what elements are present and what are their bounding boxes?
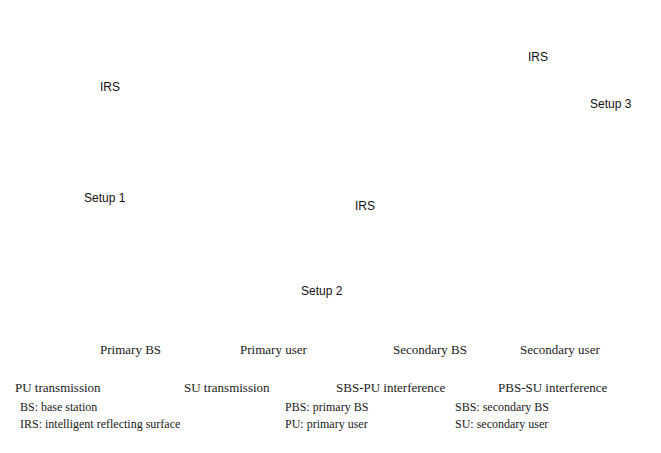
abbreviation-note: SBS: secondary BS (455, 401, 549, 415)
link-line (243, 48, 330, 302)
legend-line-sample (336, 372, 430, 373)
primary-user-phone (221, 342, 231, 360)
setup-ellipse (46, 148, 150, 188)
legend-text: PU transmission (15, 381, 101, 396)
link-line (511, 99, 530, 110)
setup-region: Setup 3 (480, 102, 584, 142)
primary-user-phone (220, 256, 230, 274)
irs-panel: IRS (520, 68, 562, 98)
secondary-user-phone (623, 203, 633, 221)
irs-grid (520, 68, 562, 98)
link-line (332, 263, 405, 304)
link-line (232, 215, 305, 260)
secondary-user-phone (405, 303, 415, 321)
setup-ellipse (480, 102, 584, 142)
abbreviation-note: IRS: intelligent reflecting surface (20, 418, 180, 432)
link-line (137, 122, 198, 157)
primary-user-phone (188, 73, 198, 91)
legend-line-sample (15, 372, 100, 373)
secondary-user-phone (117, 157, 127, 175)
abbreviation-note: BS: base station (20, 401, 97, 415)
link-line (224, 48, 330, 88)
link-line (330, 48, 487, 190)
irs-grid (305, 198, 351, 228)
primary-user-phone (504, 111, 514, 129)
primary-user-phone (235, 303, 245, 321)
link-line (330, 48, 489, 150)
secondary-user-phone (501, 342, 511, 360)
legend-text: SBS-PU interference (336, 381, 445, 396)
link-line (120, 131, 122, 156)
secondary-bs-icon (366, 339, 390, 361)
legend-text: Secondary BS (393, 343, 467, 358)
primary-bs-tower (298, 12, 362, 178)
secondary-bs-icon (563, 187, 587, 209)
irs-label: IRS (528, 51, 548, 65)
link-line (196, 48, 330, 92)
irs-label: IRS (100, 81, 120, 95)
legend-text: Secondary user (520, 343, 600, 358)
link-line (325, 230, 327, 244)
link-line (330, 48, 432, 253)
secondary-bs-icon (313, 242, 337, 264)
abbreviation-note: PBS: primary BS (285, 401, 368, 415)
secondary-user-phone (483, 191, 493, 209)
secondary-user-phone (430, 253, 440, 271)
link-line (330, 48, 622, 203)
link-line (333, 254, 428, 262)
setup-ellipse (263, 242, 387, 282)
link-line (246, 262, 318, 306)
setup-region: Setup 2 (263, 242, 387, 282)
secondary-bs-icon (193, 149, 217, 171)
secondary-user-phone (65, 159, 75, 177)
link-line (583, 203, 621, 211)
legend-line-sample (184, 372, 262, 373)
link-line (232, 255, 318, 265)
link-line (330, 48, 519, 82)
setup-label: Setup 1 (84, 192, 125, 206)
primary-user-phone (217, 69, 227, 87)
abbreviation-note: SU: secondary user (455, 418, 548, 432)
link-line (549, 99, 550, 108)
irs-grid (88, 98, 136, 130)
legend-text: Primary user (240, 343, 307, 358)
irs-label: IRS (355, 200, 375, 214)
legend-text: SU transmission (184, 381, 270, 396)
legend-text: Primary BS (100, 343, 161, 358)
link-line (351, 221, 428, 257)
link-line (495, 200, 567, 201)
link-line (76, 48, 330, 159)
link-line (231, 48, 330, 257)
link-line (195, 93, 203, 152)
link-line (137, 48, 330, 112)
link-line (551, 129, 574, 191)
link-line (125, 48, 330, 156)
setup-label: Setup 3 (590, 98, 631, 112)
link-line (514, 131, 570, 192)
irs-panel: IRS (305, 198, 351, 228)
link-line (208, 89, 222, 152)
setup-region: Setup 1 (46, 148, 150, 188)
link-line (494, 163, 568, 196)
primary-bs-icon (76, 341, 96, 363)
link-line (74, 131, 100, 158)
primary-user-phone (544, 109, 554, 127)
setup-label: Setup 2 (301, 285, 342, 299)
link-line (330, 48, 407, 302)
legend-text: PBS-SU interference (498, 381, 607, 396)
irs-panel: IRS (88, 98, 136, 130)
secondary-user-phone (482, 151, 492, 169)
legend-line-sample (498, 372, 600, 373)
abbreviation-note: PU: primary user (285, 418, 368, 432)
